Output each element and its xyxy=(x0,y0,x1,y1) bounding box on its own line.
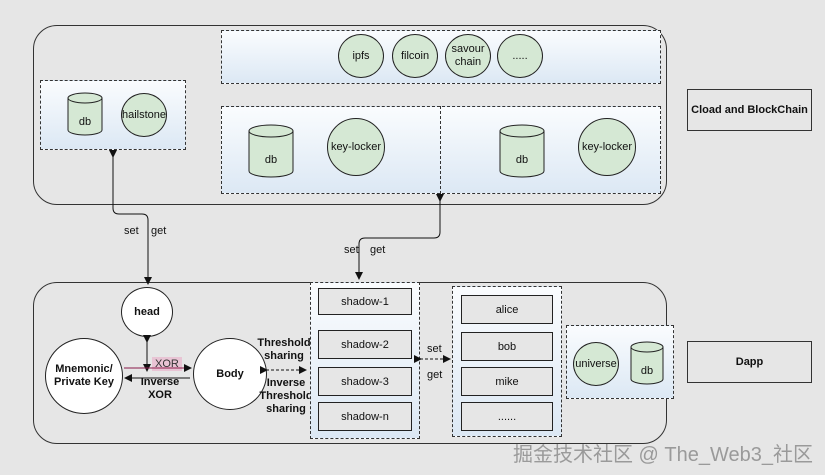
threshold-sharing-label: Threshold sharing xyxy=(257,337,311,362)
head-node: head xyxy=(121,287,173,337)
filcoin-node: filcoin xyxy=(392,34,438,78)
hailstone-db: db xyxy=(67,92,103,136)
users-set-label: set xyxy=(427,343,442,355)
dapp-label: Dapp xyxy=(687,341,812,383)
users-get-label: get xyxy=(427,369,443,381)
savour-chain-node: savour chain xyxy=(445,34,491,78)
watermark: 掘金技术社区 @ The_Web3_社区 xyxy=(512,444,813,466)
mnemonic-node: Mnemonic/ Private Key xyxy=(45,338,123,414)
key-locker-left-db: db xyxy=(248,124,294,178)
hailstone-get-label: get xyxy=(151,225,167,237)
key-locker-right-db: db xyxy=(499,124,545,178)
hailstone-node: hailstone xyxy=(121,93,167,137)
body-node: Body xyxy=(193,338,267,410)
universe-node: universe xyxy=(573,342,619,386)
key-locker-divider xyxy=(440,106,441,194)
storage-strip xyxy=(221,30,661,84)
universe-db: db xyxy=(630,341,664,385)
inverse-threshold-sharing-label: Inverse Threshold sharing xyxy=(259,377,313,415)
inverse-xor-label: Inverse XOR xyxy=(140,376,180,401)
user-item: bob xyxy=(461,332,553,361)
shadow-item: shadow-n xyxy=(318,402,412,431)
shadow-item: shadow-3 xyxy=(318,367,412,396)
shadow-item: shadow-1 xyxy=(318,288,412,315)
cloud-label: Cload and BlockChain xyxy=(687,89,812,131)
user-item: alice xyxy=(461,295,553,324)
ipfs-node: ipfs xyxy=(338,34,384,78)
shadow-item: shadow-2 xyxy=(318,330,412,359)
key-locker-left-node: key-locker xyxy=(327,118,385,176)
user-item: ...... xyxy=(461,402,553,431)
user-item: mike xyxy=(461,367,553,396)
key-locker-right-node: key-locker xyxy=(578,118,636,176)
more-storage-node: ..... xyxy=(497,34,543,78)
